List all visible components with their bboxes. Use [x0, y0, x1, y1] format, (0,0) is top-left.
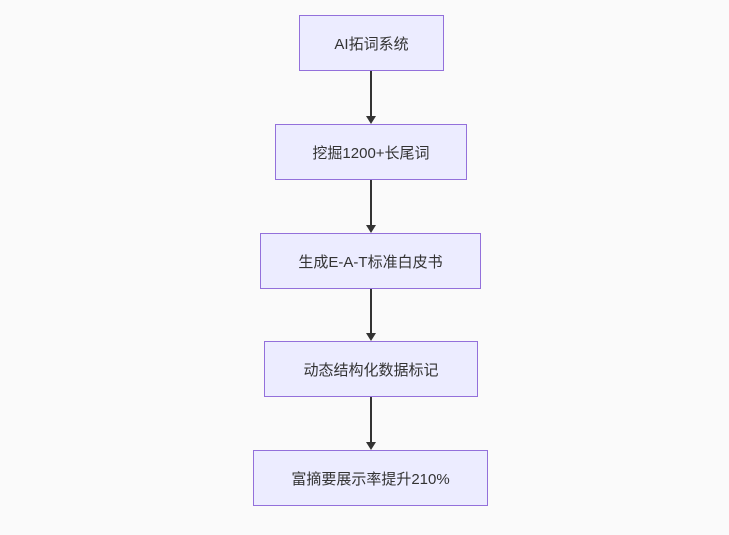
flowchart-edge-n3-n4 [364, 289, 377, 341]
flowchart-node-eat-whitepaper: 生成E-A-T标准白皮书 [260, 233, 481, 289]
arrowhead-down-icon [365, 116, 376, 124]
edge-line [369, 71, 372, 116]
node-label: 生成E-A-T标准白皮书 [298, 253, 443, 271]
arrowhead-down-icon [365, 442, 376, 450]
node-label: AI拓词系统 [334, 35, 409, 53]
flowchart-node-structured-data-markup: 动态结构化数据标记 [264, 341, 478, 397]
flowchart-edge-n1-n2 [364, 71, 377, 124]
edge-line [369, 397, 372, 442]
arrowhead-down-icon [365, 333, 376, 341]
flowchart-node-rich-snippet-rate: 富摘要展示率提升210% [253, 450, 488, 506]
arrowhead-down-icon [365, 225, 376, 233]
flowchart-node-longtail-mining: 挖掘1200+长尾词 [275, 124, 467, 180]
node-label: 富摘要展示率提升210% [291, 470, 450, 488]
flowchart-edge-n2-n3 [364, 180, 377, 233]
flowchart-node-ai-word-expansion: AI拓词系统 [299, 15, 444, 71]
flowchart-edge-n4-n5 [364, 397, 377, 450]
edge-line [369, 180, 372, 225]
node-label: 挖掘1200+长尾词 [312, 144, 430, 162]
node-label: 动态结构化数据标记 [303, 361, 439, 379]
edge-line [369, 289, 372, 333]
